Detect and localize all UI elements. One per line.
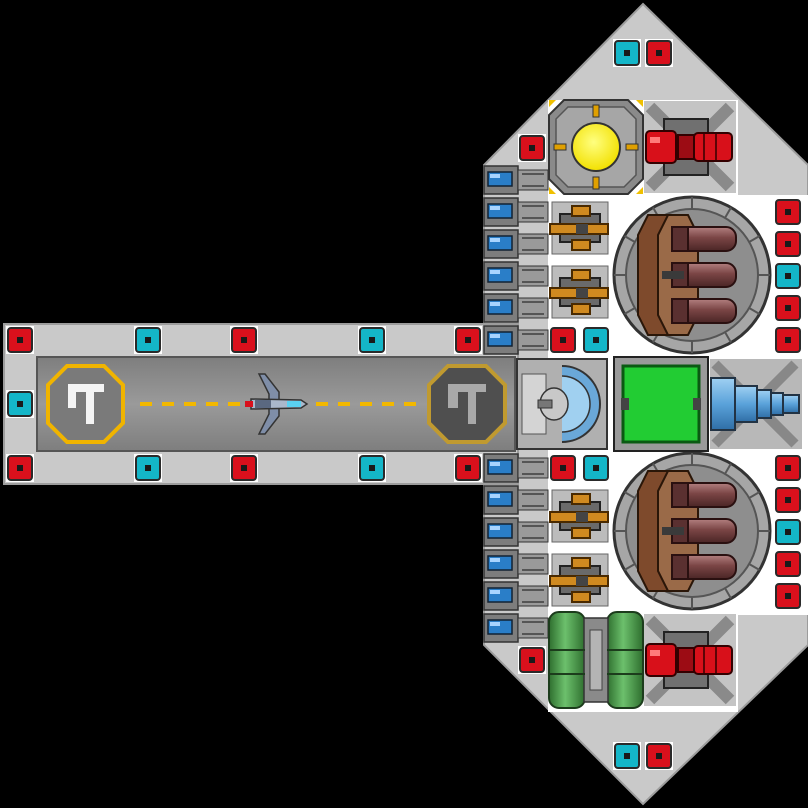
orange-turrets	[549, 201, 609, 607]
side-port	[483, 229, 549, 259]
cannon-barrel	[693, 132, 733, 162]
hangar-door[interactable]	[516, 358, 608, 450]
cyan-light	[582, 326, 610, 354]
red-light	[6, 326, 34, 354]
runway-dash	[382, 402, 394, 406]
side-port	[483, 197, 549, 227]
red-light	[774, 230, 802, 258]
launch-pad-active[interactable]	[46, 364, 125, 444]
side-port	[483, 293, 549, 323]
cyan-light	[613, 39, 641, 67]
reactor-core	[571, 122, 621, 172]
side-port	[483, 517, 549, 547]
side-port	[483, 261, 549, 291]
runway-dash	[360, 402, 372, 406]
console-screen	[621, 364, 701, 444]
orange-turret[interactable]	[549, 201, 609, 255]
runway-dash	[140, 402, 152, 406]
red-light	[230, 454, 258, 482]
side-port	[483, 485, 549, 515]
side-port	[483, 165, 549, 195]
cyan-light	[613, 742, 641, 770]
red-light	[6, 454, 34, 482]
runway-center-line	[140, 402, 416, 406]
fighter-ship[interactable]	[245, 373, 309, 435]
red-light	[774, 582, 802, 610]
runway-dash	[206, 402, 218, 406]
red-light	[645, 39, 673, 67]
launch-pad-emblem	[68, 384, 104, 424]
red-light	[774, 326, 802, 354]
side-port	[483, 325, 549, 355]
red-cannon-bottom[interactable]	[644, 614, 736, 706]
red-light	[549, 326, 577, 354]
runway-dash	[338, 402, 350, 406]
red-light	[454, 454, 482, 482]
red-light	[774, 486, 802, 514]
runway	[36, 356, 516, 452]
torpedo-launcher-bottom[interactable]	[612, 451, 772, 611]
runway-dash	[316, 402, 328, 406]
cyan-light	[582, 454, 610, 482]
runway-dash	[184, 402, 196, 406]
landing-pad[interactable]	[427, 364, 507, 444]
cyan-light	[6, 390, 34, 418]
cannon-housing	[645, 130, 677, 164]
landing-pad-emblem	[448, 384, 486, 424]
engine-thruster[interactable]	[710, 359, 802, 449]
red-light	[774, 198, 802, 226]
cyan-light	[134, 326, 162, 354]
red-light	[774, 550, 802, 578]
red-light	[518, 646, 546, 674]
red-light	[774, 294, 802, 322]
side-port	[483, 581, 549, 611]
cyan-light	[358, 326, 386, 354]
shield-generator[interactable]	[548, 99, 644, 195]
side-port	[483, 549, 549, 579]
red-cannon-top[interactable]	[644, 101, 736, 193]
red-light	[454, 326, 482, 354]
cyan-light	[134, 454, 162, 482]
runway-dash	[162, 402, 174, 406]
orange-turret[interactable]	[549, 265, 609, 319]
cyan-light	[774, 518, 802, 546]
cannon-housing	[645, 643, 677, 677]
side-port	[483, 453, 549, 483]
command-console[interactable]	[613, 356, 709, 452]
red-light	[645, 742, 673, 770]
runway-dash	[404, 402, 416, 406]
red-light	[518, 134, 546, 162]
runway-dash	[228, 402, 240, 406]
side-ports	[483, 165, 549, 643]
hull-lights	[6, 39, 802, 770]
torpedo-launcher-top[interactable]	[612, 195, 772, 355]
orange-turret[interactable]	[549, 489, 609, 543]
red-light	[230, 326, 258, 354]
cyan-light	[358, 454, 386, 482]
red-light	[774, 454, 802, 482]
orange-turret[interactable]	[549, 553, 609, 607]
fuel-tanks[interactable]	[548, 611, 644, 709]
side-port	[483, 613, 549, 643]
cyan-light	[774, 262, 802, 290]
cannon-barrel	[693, 645, 733, 675]
red-light	[549, 454, 577, 482]
